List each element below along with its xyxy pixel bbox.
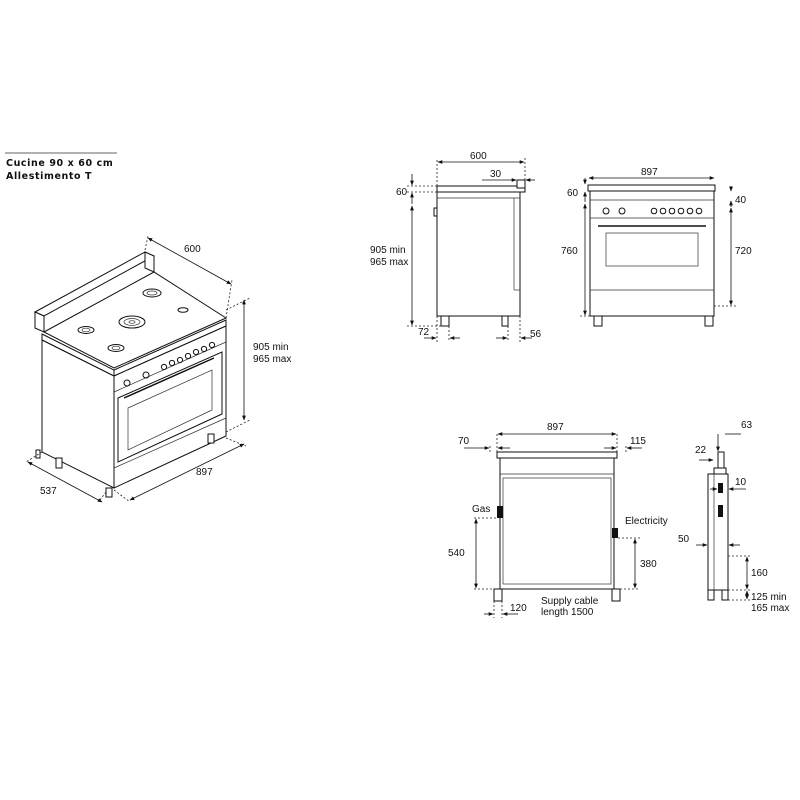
front-right-height-value: 720 (735, 246, 752, 257)
side-depth-value: 600 (470, 151, 487, 162)
title-line-2: Allestimento T (6, 171, 92, 182)
profile-foot-max: 165 max (751, 603, 789, 614)
drawing-title: Cucine 90 x 60 cm Allestimento T (5, 152, 117, 182)
electricity-connection-icon (612, 528, 618, 538)
profile-low-value: 160 (751, 568, 768, 579)
gas-connection-icon (497, 506, 503, 518)
iso-height-min: 905 min (253, 342, 289, 353)
title-line-1: Cucine 90 x 60 cm (6, 158, 113, 169)
rear-left-offset: 70 (458, 436, 470, 447)
front-width-value: 897 (641, 167, 658, 178)
rear-view: 897 70 115 Gas 540 Electricity 380 120 S… (448, 422, 668, 618)
rear-gas-height: 540 (448, 548, 465, 559)
isometric-view: 600 905 min 965 max 897 537 (25, 235, 291, 503)
side-height-max: 965 max (370, 257, 408, 268)
iso-depth-value: 600 (184, 244, 201, 255)
control-knobs (123, 341, 216, 387)
gas-label: Gas (472, 504, 490, 515)
electricity-label: Electricity (625, 516, 668, 527)
rear-width-value: 897 (547, 422, 564, 433)
rear-foot-offset: 120 (510, 603, 527, 614)
iso-height-max: 965 max (253, 354, 291, 365)
profile-upper-value: 22 (695, 445, 707, 456)
side-foot-back: 56 (530, 329, 542, 340)
front-view: 897 60 40 760 720 (561, 167, 752, 327)
profile-top-value: 63 (741, 420, 753, 431)
profile-foot-min: 125 min (751, 592, 787, 603)
side-view: 600 30 60 905 min 965 max 72 56 (370, 151, 542, 342)
rear-right-offset: 115 (630, 436, 646, 447)
side-depth-top-value: 30 (490, 169, 502, 180)
side-height-min: 905 min (370, 245, 406, 256)
profile-side-value: 10 (735, 477, 747, 488)
front-control-knobs (602, 207, 703, 215)
profile-top-connection-icon (718, 483, 723, 493)
front-top-value: 60 (567, 188, 579, 199)
iso-width-value: 897 (196, 467, 213, 478)
iso-side-value: 537 (40, 486, 57, 497)
side-foot-front: 72 (418, 327, 430, 338)
rear-elec-height: 380 (640, 559, 657, 570)
side-top-value: 60 (396, 187, 408, 198)
profile-view: 63 22 10 50 160 125 min 165 max (678, 420, 789, 614)
profile-mid-connection-icon (718, 505, 723, 517)
cable-label-line-2: length 1500 (541, 607, 594, 618)
cable-label-line-1: Supply cable (541, 596, 599, 607)
front-left-height-value: 760 (561, 246, 578, 257)
profile-mid-value: 50 (678, 534, 690, 545)
front-top-right-value: 40 (735, 195, 747, 206)
